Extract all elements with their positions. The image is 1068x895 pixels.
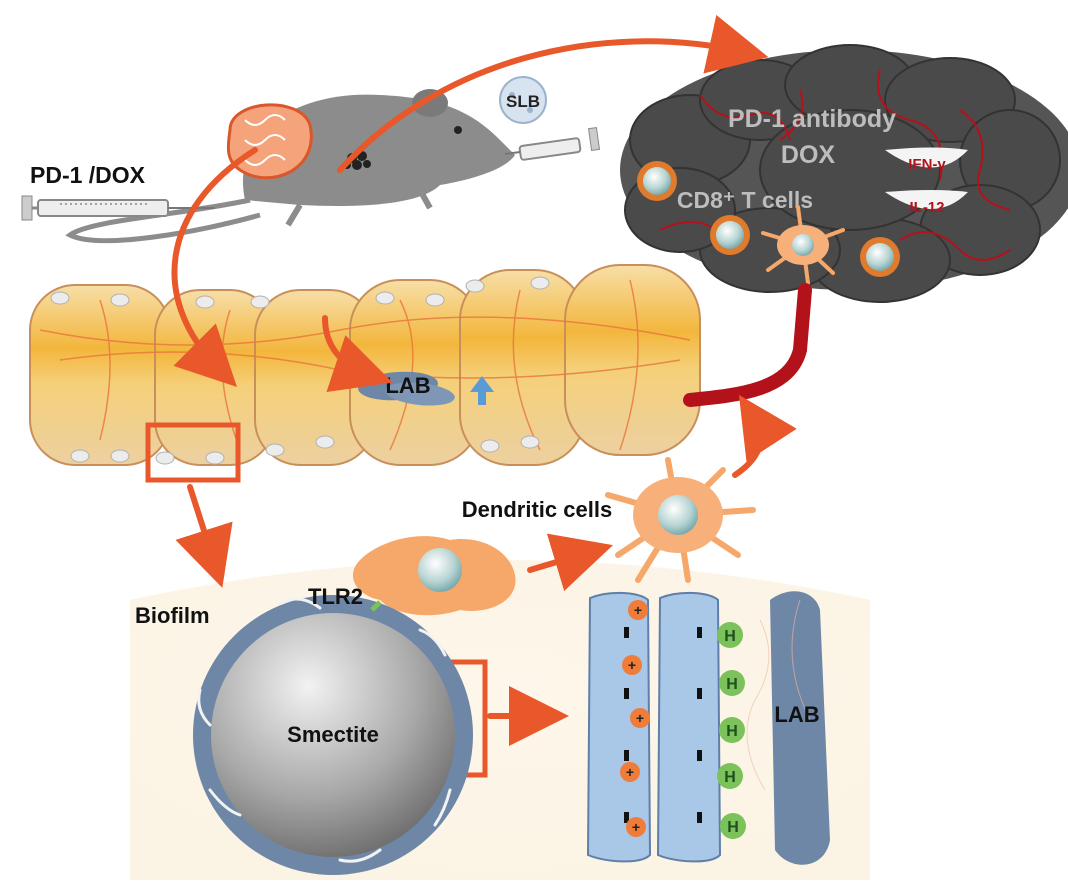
dox-label: DOX	[781, 141, 836, 169]
dendritic-cell-in-tumor-icon	[761, 205, 845, 285]
hydrogen-icon	[717, 622, 746, 839]
lab-detail-label: LAB	[774, 702, 819, 727]
cation-icon	[620, 600, 650, 837]
ifn-gamma-badge: IFN-γ	[885, 147, 968, 173]
arrow-dc-to-dc	[527, 533, 613, 592]
mouse-intestine-icon	[226, 103, 313, 180]
pd1-antibody-label: PD-1 antibody	[728, 105, 896, 133]
up-arrow-icon	[470, 376, 494, 405]
arrow-dc-to-vessel	[732, 394, 797, 478]
intestine-icon	[29, 264, 701, 466]
gut-zoom-box	[145, 422, 241, 483]
tlr2-label: TLR2	[308, 584, 363, 609]
slb-label: SLB	[506, 92, 540, 111]
arrow-zoom-down	[175, 484, 233, 588]
arrow-mouse-to-gut	[171, 147, 258, 387]
arrow-gut-curl	[322, 315, 393, 393]
svg-text:IL-12: IL-12	[909, 199, 944, 216]
hydrogen-labels: H H H H H	[724, 628, 739, 836]
svg-text:+: +	[636, 710, 644, 726]
syringe-left-icon	[21, 195, 215, 221]
dendritic-cells-label: Dendritic cells	[462, 497, 612, 522]
slb-particle-icon	[499, 76, 547, 124]
arrow-mouse-to-tumor	[337, 14, 769, 173]
svg-text:H: H	[727, 819, 739, 836]
tumor-icon	[620, 44, 1068, 303]
smectite-sphere-icon	[193, 595, 473, 875]
cd8-t-cells-label: CD8⁺ T cells	[677, 187, 813, 213]
lab-gut-label: LAB	[385, 373, 430, 398]
syringe-right-icon	[504, 126, 601, 161]
il12-badge: IL-12	[885, 190, 968, 216]
svg-text:H: H	[726, 723, 738, 740]
lab-bacterium-icon	[746, 591, 830, 865]
t-cell-icon	[637, 161, 900, 277]
svg-text:H: H	[726, 676, 738, 693]
pd1-dox-label: PD-1 /DOX	[30, 162, 146, 188]
svg-text:+: +	[628, 657, 636, 673]
biofilm-label: Biofilm	[135, 603, 210, 628]
svg-text:H: H	[724, 628, 736, 645]
svg-text:H: H	[724, 769, 736, 786]
dendritic-cell-mature-icon	[605, 457, 756, 583]
smectite-label: Smectite	[287, 722, 379, 747]
dendritic-cell-immature-icon	[352, 536, 516, 616]
svg-text:+: +	[626, 764, 634, 780]
svg-text:+: +	[632, 819, 640, 835]
cation-plus-signs: + + + + +	[626, 602, 644, 835]
svg-text:IFN-γ: IFN-γ	[908, 156, 946, 173]
blood-vessel-icon	[683, 283, 812, 407]
svg-text:+: +	[634, 602, 642, 618]
